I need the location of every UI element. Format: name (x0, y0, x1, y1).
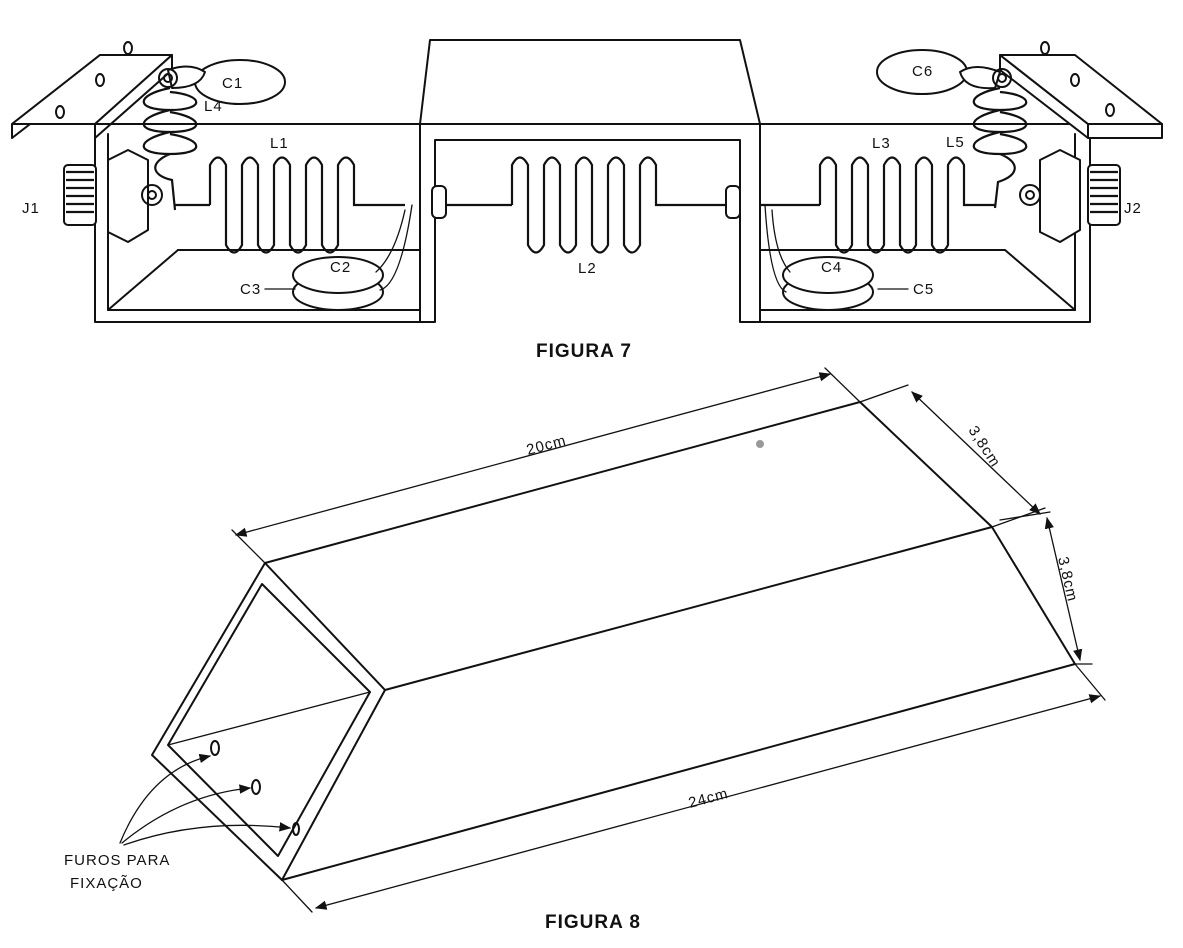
coil-l1 (175, 156, 405, 254)
label-c6: C6 (912, 63, 933, 80)
capacitors-c2-c3 (292, 204, 413, 311)
label-l1: L1 (270, 135, 289, 152)
dim-label-24cm: 24cm (687, 785, 731, 812)
coil-l2 (446, 156, 726, 254)
label-c4: C4 (821, 259, 842, 276)
dimension-top-width (859, 384, 1046, 528)
figure7-drawing: J1 J2 C1 C2 C3 C4 C5 C6 L1 L2 L3 L4 L5 (11, 39, 1163, 323)
triangular-prism (151, 401, 1076, 881)
dim-label-top-width: 3,8cm (965, 423, 1004, 471)
label-c3: C3 (240, 281, 261, 298)
center-box (419, 39, 761, 323)
holes-label-line1: FUROS PARA (64, 852, 170, 869)
connector-j2 (1019, 149, 1121, 243)
label-l4: L4 (204, 98, 223, 115)
dim-label-side-height: 3,8cm (1054, 555, 1081, 604)
dimension-side-height (999, 511, 1093, 665)
dimension-20cm (231, 367, 861, 564)
capacitor-c6 (876, 49, 1012, 95)
label-l5: L5 (946, 134, 965, 151)
dimension-24cm (281, 663, 1106, 913)
left-bracket (11, 41, 421, 323)
coil-l4 (142, 86, 198, 211)
label-c5: C5 (913, 281, 934, 298)
dim-label-20cm: 20cm (525, 432, 569, 459)
holes-pointer-arrows (119, 753, 292, 846)
figure7-caption: FIGURA 7 (536, 341, 632, 362)
label-c2: C2 (330, 259, 351, 276)
label-l2: L2 (578, 260, 597, 277)
label-j1: J1 (22, 200, 40, 217)
figure8-drawing: 20cm 3,8cm 3,8cm 24cm FUROS PARA (64, 367, 1106, 913)
holes-label-line2: FIXAÇÃO (70, 875, 143, 892)
figure8-caption: FIGURA 8 (545, 912, 641, 933)
coil-l3 (760, 156, 995, 254)
coil-l5 (972, 86, 1028, 209)
capacitors-c4-c5 (764, 204, 874, 311)
label-j2: J2 (1124, 200, 1142, 217)
label-l3: L3 (872, 135, 891, 152)
label-c1: C1 (222, 75, 243, 92)
connector-j1 (63, 149, 163, 243)
capacitor-c1 (158, 59, 286, 105)
